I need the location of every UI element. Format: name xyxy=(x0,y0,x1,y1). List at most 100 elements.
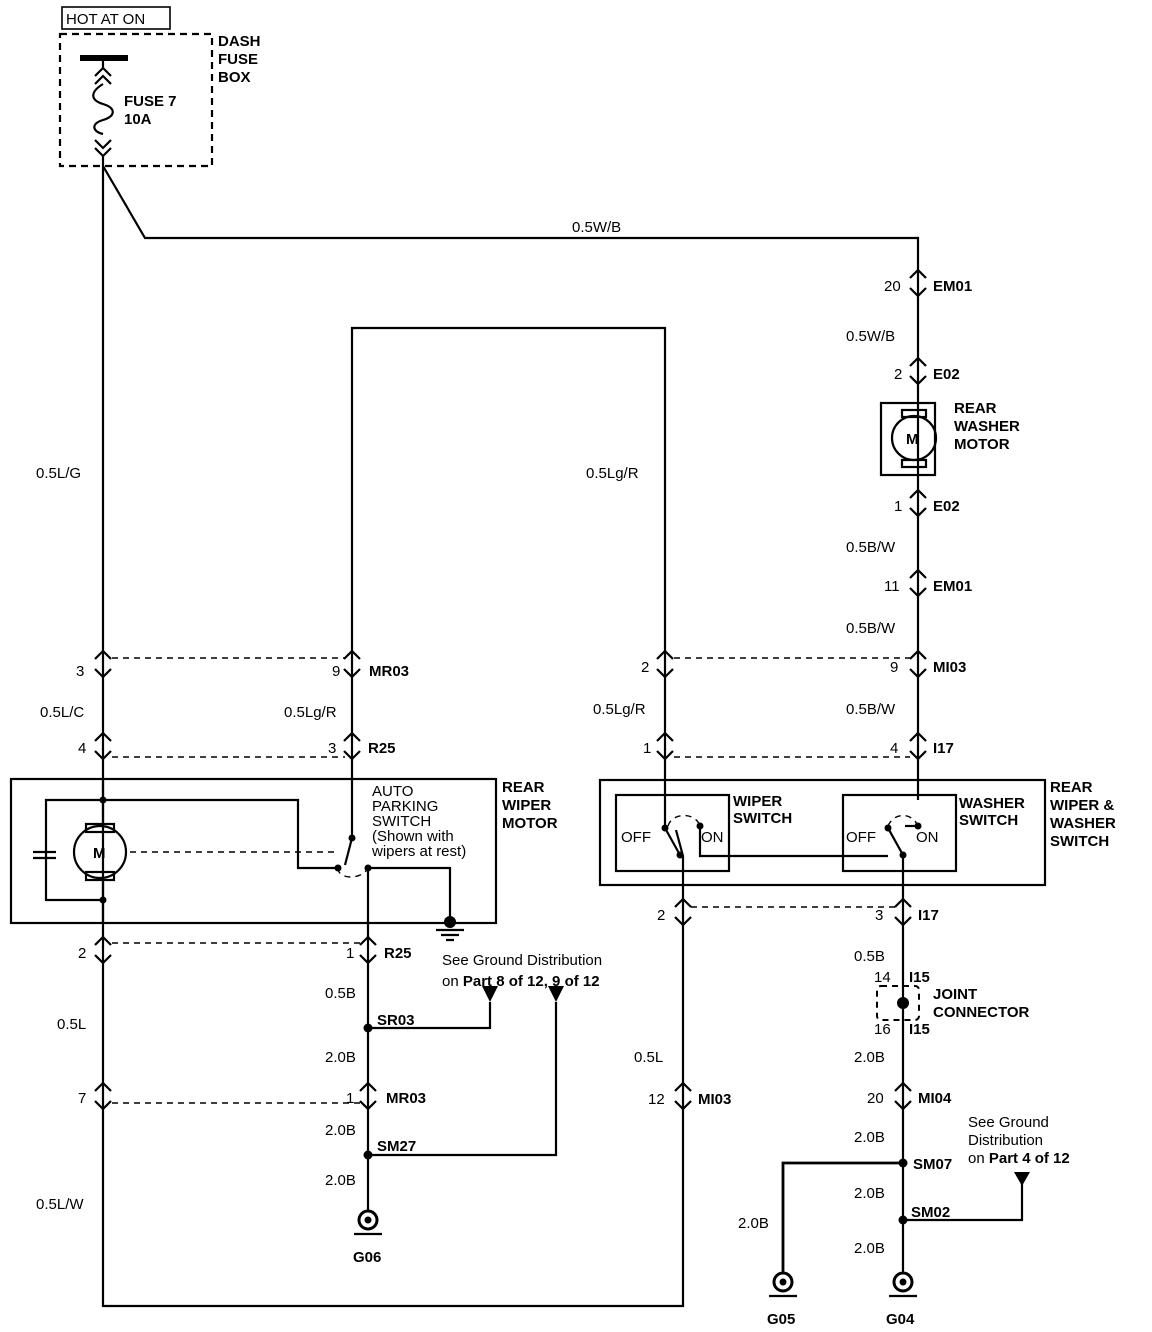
ground-note-2: See Ground Distribution on Part 4 of 12 xyxy=(968,1114,1070,1167)
pin-em01-bot: 11 xyxy=(884,578,900,595)
connector-chevron xyxy=(94,1081,112,1111)
wire-label-b-i17: 0.5B xyxy=(854,948,885,965)
connector-chevron xyxy=(909,568,927,598)
pin-mr03-bot-l: 7 xyxy=(78,1090,86,1107)
conn-i17-top: I17 xyxy=(933,740,954,757)
pin-mi04: 20 xyxy=(867,1090,884,1107)
connector-links xyxy=(112,657,910,1104)
conn-em01-bot: EM01 xyxy=(933,578,972,595)
connector-chevron xyxy=(359,935,377,965)
wiper-off-label: OFF xyxy=(621,829,651,846)
wire-label-ob-sm27: 2.0B xyxy=(325,1122,356,1139)
wire-label-em01-wb: 0.5W/B xyxy=(846,328,895,345)
ground-note-2-part: Part 4 of 12 xyxy=(989,1150,1070,1167)
connector-chevron xyxy=(894,1081,912,1111)
pin-r25-bot-l: 2 xyxy=(78,945,86,962)
pin-mr03-bot-r: 1 xyxy=(346,1090,354,1107)
pin-mi03-bot: 12 xyxy=(648,1091,665,1108)
ground-g05: G05 xyxy=(767,1271,797,1328)
pin-em01-top: 20 xyxy=(884,278,901,295)
motor-symbol-wiper: M xyxy=(93,845,106,862)
pin-r25-top-l: 4 xyxy=(78,740,86,757)
wire-label-lgr-top: 0.5Lg/R xyxy=(586,465,639,482)
ground-g06: G06 xyxy=(353,1209,382,1266)
ground-note-2-on: on xyxy=(968,1150,989,1167)
ground-g06-label: G06 xyxy=(353,1249,381,1266)
conn-e02-bot: E02 xyxy=(933,498,960,515)
ground-note-1: See Ground Distribution on Part 8 of 12,… xyxy=(442,952,602,990)
connector-chevron xyxy=(909,356,927,386)
wire-label-l-left: 0.5L xyxy=(57,1016,86,1033)
conn-em01-top: EM01 xyxy=(933,278,972,295)
ground-note-2-line3: on Part 4 of 12 xyxy=(968,1150,1070,1167)
wire-label-ob-g06: 2.0B xyxy=(325,1172,356,1189)
conn-i15-top: I15 xyxy=(909,969,930,986)
ground-note-1-line1: See Ground Distribution xyxy=(442,952,602,969)
wire-label-bw-right: 0.5B/W xyxy=(846,701,896,718)
conn-mi03: MI03 xyxy=(933,659,966,676)
wiper-on-label: ON xyxy=(701,829,724,846)
wire-labels: 0.5W/B 0.5L/G 0.5Lg/R 0.5W/B 0.5B/W 0.5B… xyxy=(36,219,896,1257)
wire-label-lgr-right: 0.5Lg/R xyxy=(593,701,646,718)
wire-label-lw-bottom: 0.5L/W xyxy=(36,1196,84,1213)
pin-i17-bot-r: 3 xyxy=(875,907,883,924)
pin-i15-top: 14 xyxy=(874,969,891,986)
ground-g04: G04 xyxy=(886,1271,917,1328)
conn-mi03-bot: MI03 xyxy=(698,1091,731,1108)
conn-i17-bot: I17 xyxy=(918,907,939,924)
connector-chevron xyxy=(909,649,927,679)
connector-chevron xyxy=(656,649,674,679)
splice-sm27: SM27 xyxy=(377,1138,416,1155)
wire-label-ob-mr03: 2.0B xyxy=(325,1049,356,1066)
pin-i15-bot: 16 xyxy=(874,1021,891,1038)
splice-sm02: SM02 xyxy=(911,1204,950,1221)
wire-label-ob-g04: 2.0B xyxy=(854,1240,885,1257)
wire-label-lg-left: 0.5L/G xyxy=(36,465,81,482)
wire-label-l-mi03: 0.5L xyxy=(634,1049,663,1066)
wire-label-b-sr03: 0.5B xyxy=(325,985,356,1002)
conn-r25-top: R25 xyxy=(368,740,396,757)
wire-label-washer-bw1: 0.5B/W xyxy=(846,539,896,556)
splice-labels: SR03 SM27 SM07 SM02 xyxy=(377,1012,952,1221)
wire-label-washer-bw2: 0.5B/W xyxy=(846,620,896,637)
ground-note-1-on: on xyxy=(442,973,463,990)
ground-reference-arrows xyxy=(482,986,1030,1186)
conn-mi04: MI04 xyxy=(918,1090,952,1107)
motor-symbol-washer: M xyxy=(906,431,919,448)
connector-chevron xyxy=(343,731,361,761)
connector-chevron xyxy=(674,1081,692,1111)
conn-mr03-bot: MR03 xyxy=(386,1090,426,1107)
fuse-name: FUSE 7 xyxy=(124,93,177,110)
connector-chevron xyxy=(909,731,927,761)
ground-note-2-line2: Distribution xyxy=(968,1132,1043,1149)
pin-i17-top-l: 1 xyxy=(643,740,651,757)
ground-g04-label: G04 xyxy=(886,1311,915,1328)
splice-points xyxy=(363,1023,908,1225)
connector-chevron xyxy=(656,731,674,761)
conn-i15-bot: I15 xyxy=(909,1021,930,1038)
connector-chevron xyxy=(359,1081,377,1111)
fuse-rating: 10A xyxy=(124,111,152,128)
wire-label-lc-lower: 0.5L/C xyxy=(40,704,84,721)
connector-chevron xyxy=(674,897,692,927)
washer-on-label: ON xyxy=(916,829,939,846)
connector-chevron xyxy=(343,649,361,679)
conn-r25-bot: R25 xyxy=(384,945,412,962)
pin-mr03-r: 9 xyxy=(332,663,340,680)
wire-label-ob-i15: 2.0B xyxy=(854,1049,885,1066)
connector-chevron xyxy=(894,897,912,927)
conn-e02-top: E02 xyxy=(933,366,960,383)
connector-chevron xyxy=(909,268,927,298)
ground-g05-label: G05 xyxy=(767,1311,795,1328)
wire-label-ob-mi04: 2.0B xyxy=(854,1129,885,1146)
ground-note-1-part: Part 8 of 12, 9 of 12 xyxy=(463,973,600,990)
wire-label-ob-sm07: 2.0B xyxy=(854,1185,885,1202)
